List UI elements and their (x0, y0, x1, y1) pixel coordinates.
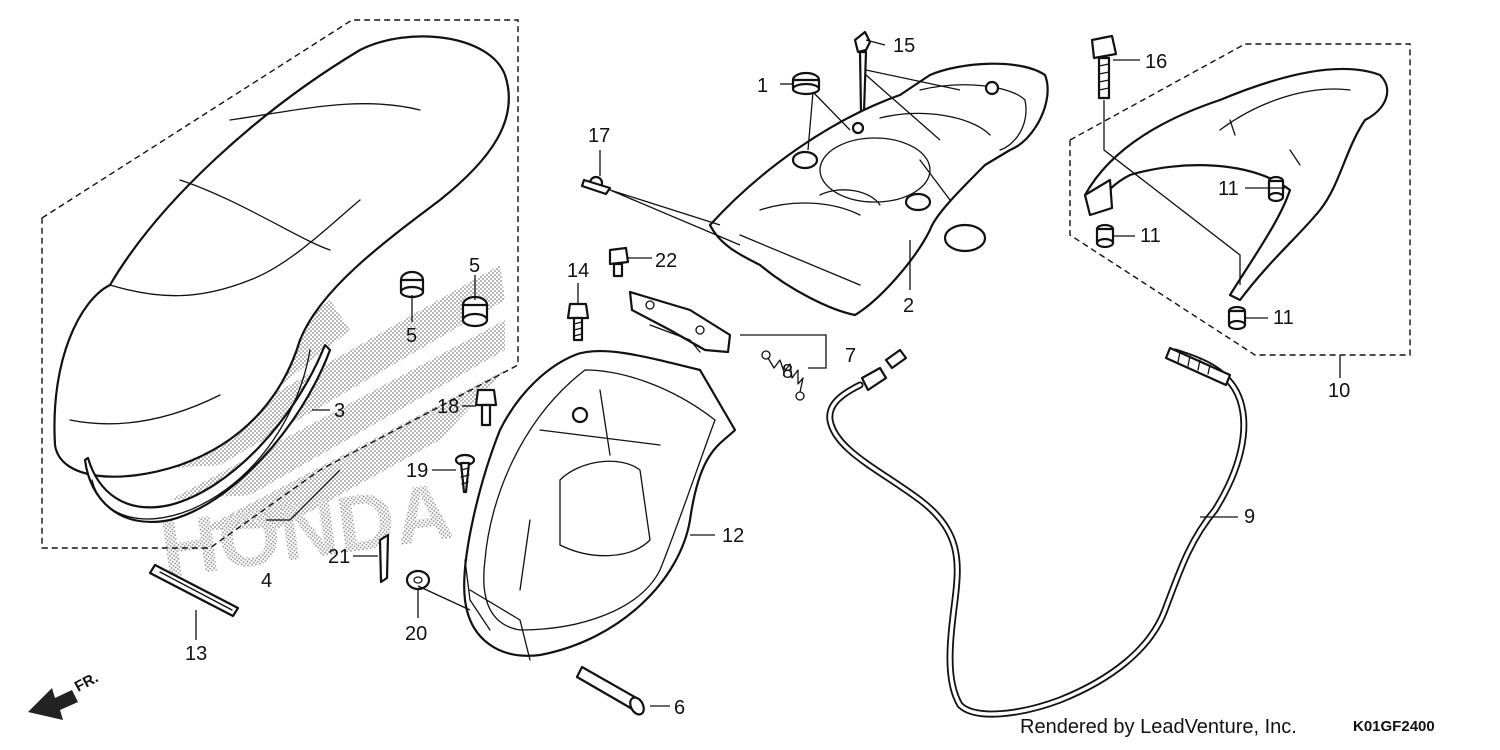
seat-latch (628, 290, 732, 354)
callout-17: 17 (588, 125, 610, 147)
callout-labels: 1 2 3 4 5 5 6 7 8 9 10 11 11 11 12 13 14… (185, 35, 1350, 719)
callout-11b: 11 (1140, 225, 1161, 247)
callout-12: 12 (722, 525, 744, 547)
hinge-pin (148, 563, 240, 618)
collar-6 (575, 665, 645, 716)
rack-group-box (1069, 43, 1411, 356)
rear-grab-rail (1083, 67, 1389, 302)
callout-20: 20 (405, 623, 427, 645)
washer-20 (405, 569, 431, 591)
rubber-plug-5b (461, 295, 489, 328)
callout-3: 3 (334, 400, 345, 422)
callout-13: 13 (185, 643, 207, 665)
bolt-16 (1090, 34, 1118, 100)
cap-1 (791, 71, 821, 96)
callout-4: 4 (261, 570, 272, 592)
callout-7: 7 (845, 345, 856, 367)
rubber-plug-5a (399, 270, 425, 299)
collar-11b (1095, 223, 1115, 249)
callout-11a: 11 (1218, 178, 1239, 200)
seat-group-box (41, 19, 519, 549)
rear-center-cover (708, 62, 1049, 317)
callout-19: 19 (406, 460, 428, 482)
collar-11c (1227, 305, 1247, 331)
bolt-14 (566, 302, 590, 342)
seat-seal (91, 349, 311, 520)
callout-21: 21 (328, 546, 350, 568)
screw-19 (454, 453, 476, 494)
callout-5b: 5 (469, 255, 480, 277)
collar-11a (1267, 175, 1285, 203)
latch-spring (761, 350, 805, 401)
seat (53, 35, 510, 523)
bolt-22 (608, 246, 630, 278)
callout-10: 10 (1328, 380, 1350, 402)
callout-1: 1 (757, 75, 768, 97)
callout-14: 14 (567, 260, 589, 282)
clip-17 (580, 175, 612, 196)
callout-2: 2 (903, 295, 914, 317)
screw-15 (853, 30, 872, 114)
callout-15: 15 (893, 35, 915, 57)
seat-lock-cable (826, 346, 1248, 718)
direction-label: FR. (72, 669, 101, 695)
diagram-code: K01GF2400 (1353, 718, 1435, 735)
callout-9: 9 (1244, 506, 1255, 528)
bolt-18 (474, 388, 498, 427)
callout-18: 18 (437, 396, 459, 418)
clip (378, 533, 390, 584)
callout-8: 8 (782, 361, 793, 383)
render-credit: Rendered by LeadVenture, Inc. (1020, 716, 1297, 738)
callout-22: 22 (655, 250, 677, 272)
luggage-box (463, 349, 737, 661)
callout-5a: 5 (406, 325, 417, 347)
callout-11c: 11 (1273, 307, 1294, 329)
leader-lines (195, 39, 1341, 707)
front-direction-arrow-icon: FR. (28, 669, 101, 720)
callout-6: 6 (674, 697, 685, 719)
callout-16: 16 (1145, 51, 1167, 73)
